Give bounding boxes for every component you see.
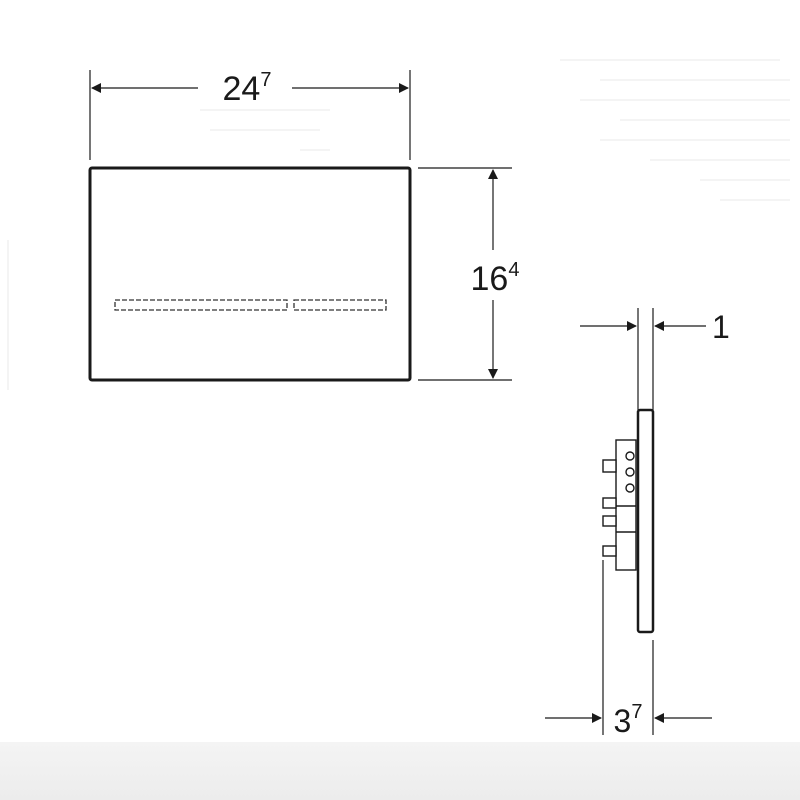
screw-head-3 (625, 483, 635, 493)
flush-plate-side-profile (636, 408, 655, 634)
faint-background-marks (7, 59, 790, 390)
bracket-tab-mid (602, 497, 617, 509)
side-view: 1 37 (545, 308, 730, 739)
mounting-bracket (602, 439, 637, 571)
large-flush-slot (114, 299, 288, 311)
bracket-tab-bottom (602, 545, 617, 557)
screw-head-2 (625, 467, 635, 477)
width-dimension-label: 247 (223, 69, 272, 108)
thickness-dimension-label: 1 (712, 309, 730, 345)
front-view: 247 164 (88, 69, 520, 382)
height-dimension-label: 164 (471, 259, 520, 298)
small-flush-slot (293, 299, 387, 311)
bracket-tab-top (602, 459, 617, 473)
depth-dimension-label: 37 (614, 701, 643, 739)
bracket-tab-lower (602, 515, 617, 527)
flush-plate-front-outline (88, 166, 412, 382)
bottom-shadow-band (0, 742, 800, 800)
flush-button-slots (114, 299, 387, 311)
screw-head-1 (625, 451, 635, 461)
